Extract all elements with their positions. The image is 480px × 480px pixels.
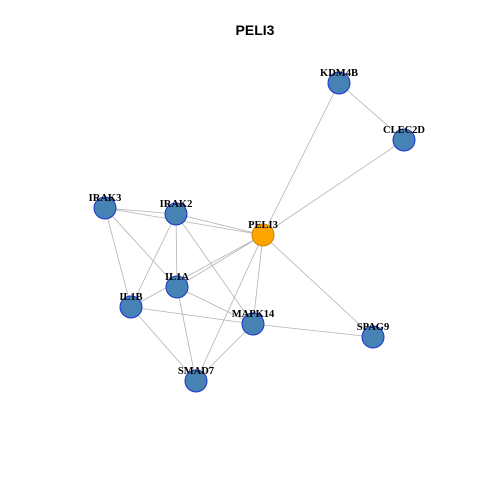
edge-peli3-spag9 — [262, 234, 374, 338]
edge-il1a-smad7 — [176, 286, 197, 382]
edge-kdm4b-clec2d — [338, 82, 405, 141]
node-label-smad7: SMAD7 — [178, 366, 214, 377]
edge-il1b-mapk14 — [130, 306, 254, 325]
edge-mapk14-smad7 — [195, 323, 254, 382]
edge-irak3-il1b — [104, 207, 132, 308]
node-spag9[interactable] — [361, 325, 385, 349]
edge-irak2-il1b — [130, 213, 177, 308]
edge-clec2d-peli3 — [262, 139, 405, 236]
node-label-il1b: IL1B — [119, 292, 142, 303]
edge-il1b-smad7 — [130, 306, 197, 382]
edge-peli3-il1a — [176, 234, 264, 288]
node-kdm4b[interactable] — [327, 71, 351, 95]
edge-mapk14-spag9 — [252, 323, 374, 338]
node-label-kdm4b: KDM4B — [320, 68, 358, 79]
edge-irak2-mapk14 — [175, 213, 254, 325]
graph-title: PELI3 — [236, 22, 275, 38]
edges-layer — [104, 82, 405, 382]
node-label-irak3: IRAK3 — [89, 193, 122, 204]
node-label-clec2d: CLEC2D — [383, 125, 425, 136]
node-label-peli3: PELI3 — [248, 220, 278, 231]
node-irak2[interactable] — [164, 202, 188, 226]
node-mapk14[interactable] — [241, 312, 265, 336]
edge-peli3-mapk14 — [252, 234, 264, 325]
node-label-mapk14: MAPK14 — [232, 309, 275, 320]
edge-irak3-il1a — [104, 207, 178, 288]
node-clec2d[interactable] — [392, 128, 416, 152]
node-label-irak2: IRAK2 — [160, 199, 193, 210]
node-il1b[interactable] — [119, 295, 143, 319]
node-irak3[interactable] — [93, 196, 117, 220]
nodes-layer — [93, 71, 416, 393]
edge-irak3-irak2 — [104, 207, 177, 215]
edge-il1a-mapk14 — [176, 286, 254, 325]
node-label-spag9: SPAG9 — [357, 322, 389, 333]
edge-kdm4b-peli3 — [262, 82, 340, 236]
node-label-il1a: IL1A — [165, 272, 189, 283]
node-peli3[interactable] — [251, 223, 275, 247]
edge-irak2-il1a — [175, 213, 178, 288]
edge-peli3-il1b — [130, 234, 264, 308]
edge-irak2-peli3 — [175, 213, 264, 236]
edge-peli3-smad7 — [195, 234, 264, 382]
node-il1a[interactable] — [165, 275, 189, 299]
node-smad7[interactable] — [184, 369, 208, 393]
